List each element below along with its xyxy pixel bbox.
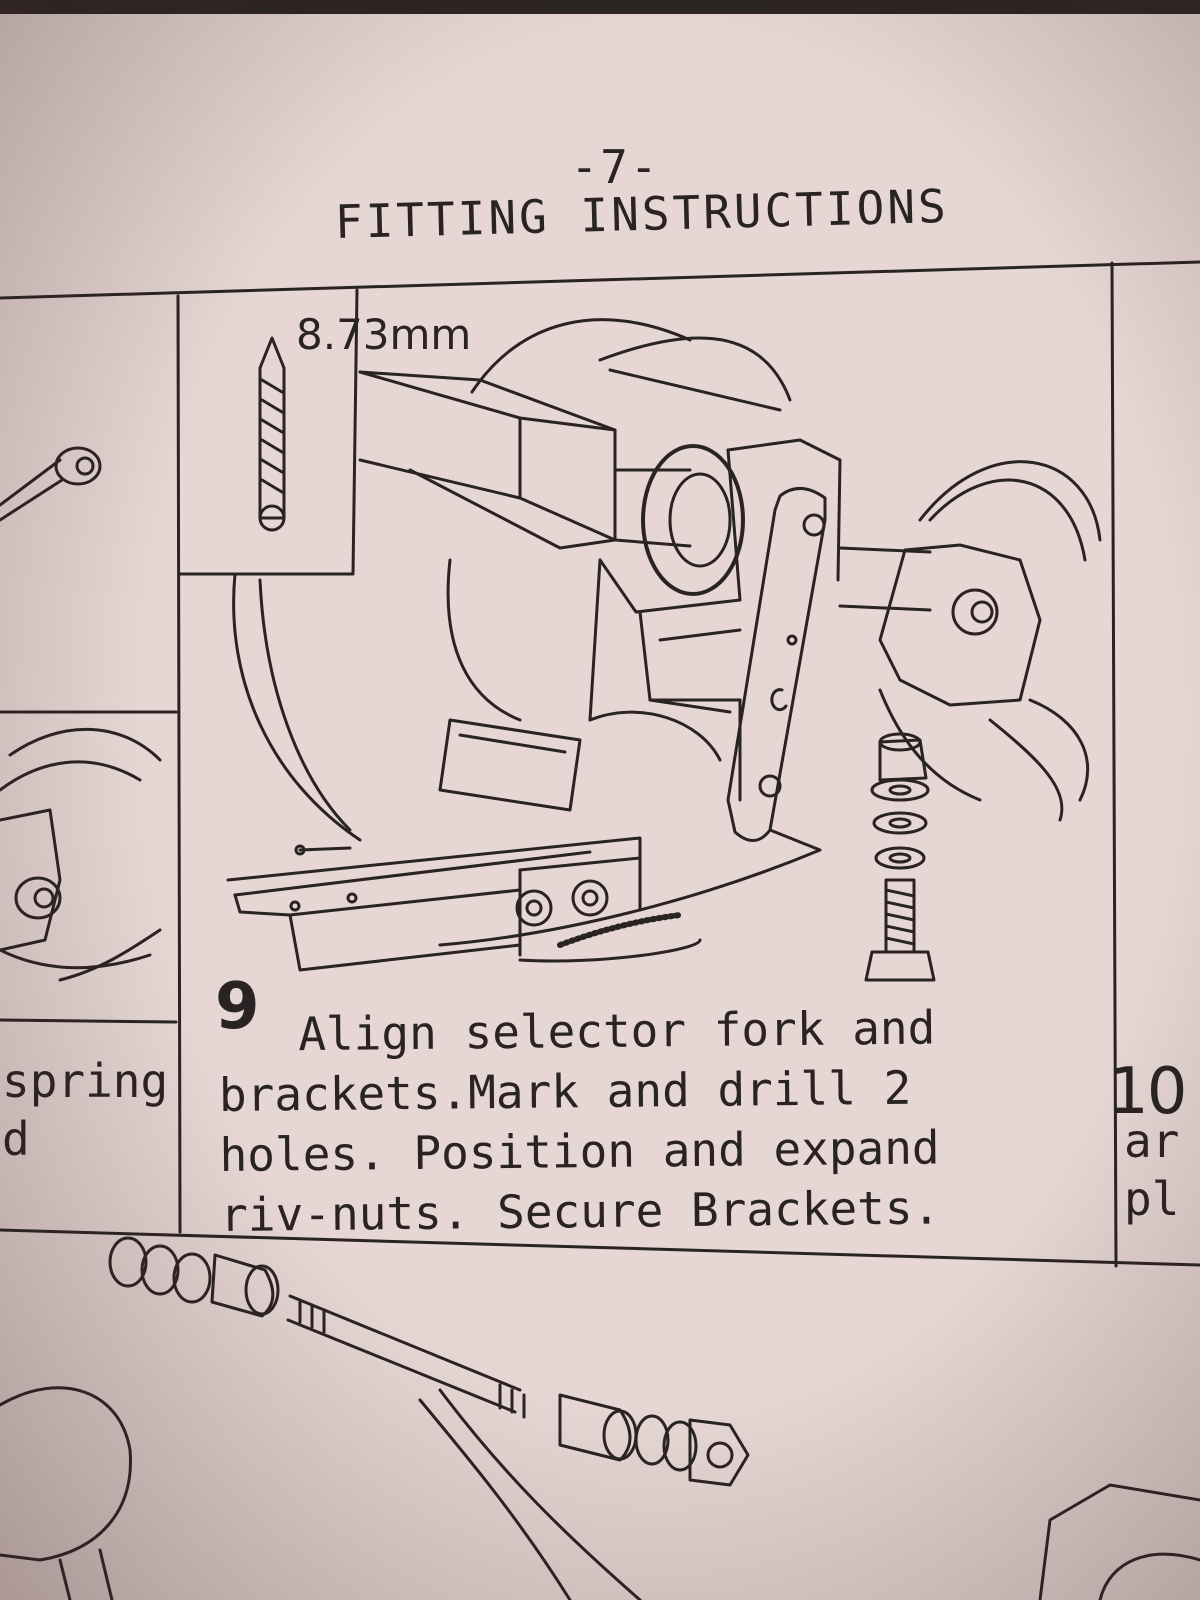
gearbox-joint — [878, 460, 1102, 822]
selector-rod — [358, 370, 692, 550]
lower-right-bracket — [1038, 1483, 1200, 1600]
bolt-icon — [864, 732, 936, 982]
step-9-text: Align selector fork and brackets.Mark an… — [218, 996, 1100, 1245]
tie-rod-assembly — [108, 1236, 750, 1600]
photo-edge — [0, 0, 1200, 14]
knob-shape — [0, 1386, 132, 1562]
step-9-number: 9 — [215, 970, 260, 1044]
step-9-line-3: holes. Position and expand — [219, 1120, 940, 1182]
bracket — [588, 438, 842, 722]
step-9-line-1: Align selector fork and — [298, 1000, 936, 1062]
mounting-rail — [226, 836, 822, 972]
page-number: -7- — [570, 140, 660, 194]
step-9-line-4: riv-nuts. Secure Brackets. — [219, 1180, 941, 1242]
drill-bit-icon — [258, 336, 286, 532]
panel-frames — [0, 260, 1200, 1268]
riv-nut-icon — [515, 879, 609, 927]
right-panel-text: ar pl — [1124, 1114, 1180, 1226]
step-9-line-2: brackets.Mark and drill 2 — [218, 1060, 912, 1122]
step-10-number: 10 — [1108, 1055, 1187, 1129]
drill-size-label: 8.73mm — [296, 310, 472, 359]
left-panel-text: spring d — [2, 1054, 169, 1166]
left-panel-art — [0, 446, 162, 982]
